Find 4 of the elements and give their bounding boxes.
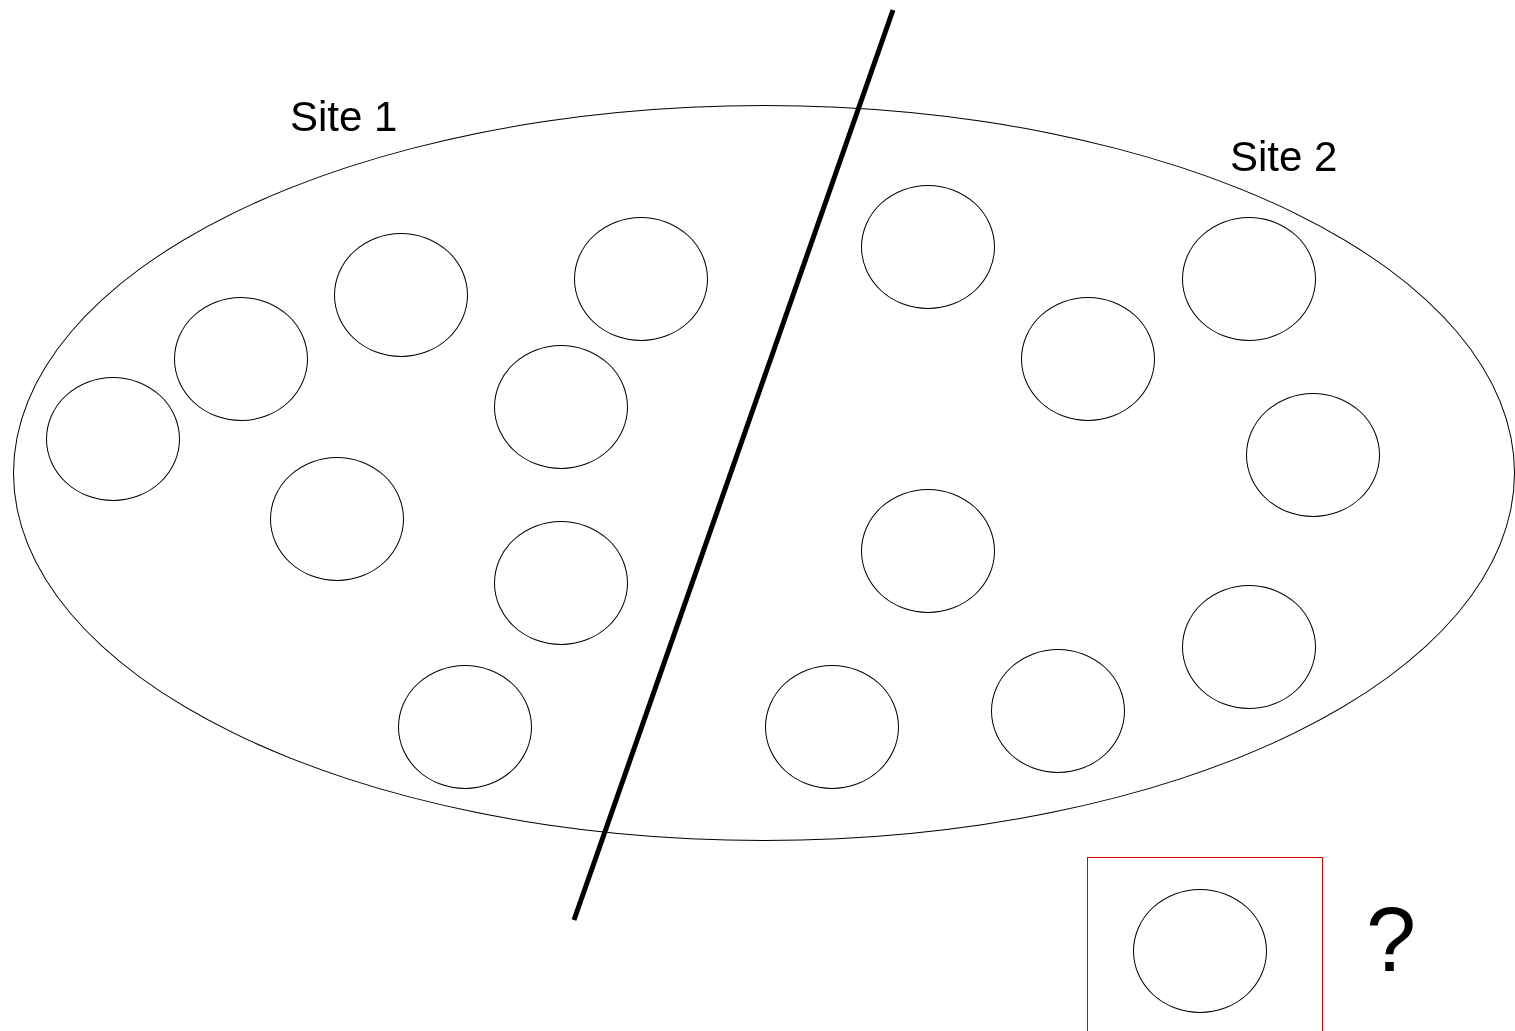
highlight-box bbox=[1087, 857, 1323, 1031]
site-label: Site 2 bbox=[1230, 136, 1338, 178]
site-label: Site 1 bbox=[290, 96, 398, 138]
question-mark: ? bbox=[1366, 895, 1417, 985]
